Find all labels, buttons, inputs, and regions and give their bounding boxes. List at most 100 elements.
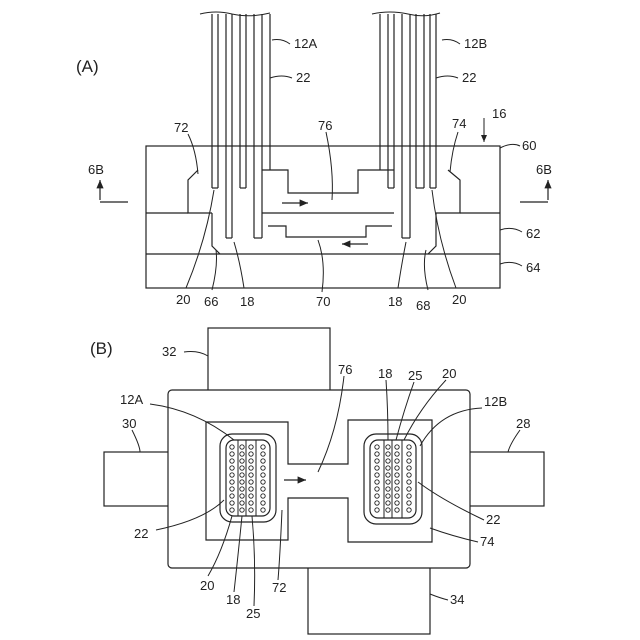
leader-66 (212, 250, 217, 290)
bundle-12a-fiber-dot (261, 452, 265, 456)
label-20-b: 20 (200, 578, 214, 593)
bundle-12b-fiber-dot (386, 508, 390, 512)
leader-22-left (270, 76, 292, 78)
bundle-12b-fiber-dot (407, 473, 411, 477)
block-28 (468, 452, 544, 506)
label-22-left: 22 (296, 70, 310, 85)
bundle-12b-fiber-dot (407, 466, 411, 470)
bundle-12b-fiber-dot (407, 459, 411, 463)
leader-68 (424, 250, 428, 290)
bundle-12a-fiber-dot (230, 459, 234, 463)
bundle-12b-fiber-dot (395, 480, 399, 484)
leader-70 (318, 240, 323, 292)
leader-76 (326, 132, 332, 200)
label-18-right: 18 (388, 294, 402, 309)
bundle-12b-fiber-dot (407, 501, 411, 505)
leader-12b (442, 40, 460, 45)
bundle-12b-fiber-dot (407, 445, 411, 449)
bundle-12b-fiber-dot (375, 473, 379, 477)
bundle-12b-fiber-dot (395, 473, 399, 477)
leader-18-right (398, 242, 406, 288)
bundle-12b-fiber-dot (386, 466, 390, 470)
label-18-left: 18 (240, 294, 254, 309)
leader-60 (500, 144, 520, 148)
section-mark-right-text: 6B (536, 162, 552, 177)
bundle-12a-outer (220, 434, 276, 522)
block-30 (104, 452, 170, 506)
label-20-b-right: 20 (442, 366, 456, 381)
bundle-12a-fiber-dot (261, 459, 265, 463)
bundle-12a-fiber-dot (230, 508, 234, 512)
label-76-b: 76 (338, 362, 352, 377)
label-16: 16 (492, 106, 506, 121)
bundle-12a-fiber-dot (249, 487, 253, 491)
bundle-12a-fiber-dot (249, 445, 253, 449)
label-25-b: 25 (246, 606, 260, 621)
bundle-12a-fiber-dot (261, 501, 265, 505)
bundle-12b-fiber-dot (375, 459, 379, 463)
bundle-12a-fiber-dot (261, 445, 265, 449)
label-12a-b: 12A (120, 392, 143, 407)
bundle-12b-fiber-dot (375, 494, 379, 498)
leader-28 (508, 430, 520, 452)
label-12b-b: 12B (484, 394, 507, 409)
label-72: 72 (174, 120, 188, 135)
label-18-b: 18 (226, 592, 240, 607)
label-74-b: 74 (480, 534, 494, 549)
bundle-12a-fiber-dot (230, 452, 234, 456)
bundle-12b-fiber-dot (407, 508, 411, 512)
block-34 (308, 566, 430, 634)
section-mark-left-text: 6B (88, 162, 104, 177)
bundle-12b-fiber-dot (375, 452, 379, 456)
bundle-12a-fiber-dot (240, 501, 244, 505)
bundle-12b-fiber-dot (386, 501, 390, 505)
label-66: 66 (204, 294, 218, 309)
channel-70-top (268, 226, 392, 237)
label-12a: 12A (294, 36, 317, 51)
leader-32 (184, 352, 208, 357)
bundle-12a-fiber-dot (249, 466, 253, 470)
label-28: 28 (516, 416, 530, 431)
bundle-12a-fiber-dot (230, 494, 234, 498)
bundle-12a-fiber-dot (240, 508, 244, 512)
bundle-12a-break-line (200, 12, 270, 16)
bundle-12a-fiber-dot (240, 494, 244, 498)
bundle-12b-fiber-dot (395, 487, 399, 491)
section-marker-right: 6B (520, 162, 552, 202)
bundle-12b-fiber-dot (407, 494, 411, 498)
bundle-12a-fiber-dot (240, 473, 244, 477)
bundle-12a-fiber-dot (261, 487, 265, 491)
bundle-12b-fiber-dot (395, 494, 399, 498)
bundle-12b-fiber-dot (375, 480, 379, 484)
bundle-12a-fiber-dot (261, 466, 265, 470)
bundle-12a-fiber-dot (249, 508, 253, 512)
bundle-12a-fiber-dot (240, 452, 244, 456)
bundle-12b-fiber-dot (375, 445, 379, 449)
cavity-72-left-wall (188, 170, 212, 213)
leader-20-left (186, 190, 214, 288)
label-25-b-right: 25 (408, 368, 422, 383)
bundle-12a-fiber-dot (249, 494, 253, 498)
bundle-12b-fiber-dot (386, 487, 390, 491)
label-20-right: 20 (452, 292, 466, 307)
panel-a-label: (A) (76, 57, 99, 76)
bundle-12a-fiber-dot (249, 473, 253, 477)
bundle-12a-fiber-dot (230, 466, 234, 470)
bundle-12a-fiber-dot (240, 487, 244, 491)
cavity-74-right-wall (436, 170, 460, 213)
bundle-12b-fiber-dot (386, 473, 390, 477)
bundle-12a-fiber-dot (230, 487, 234, 491)
leader-72 (188, 134, 198, 174)
bundle-12b-fiber-dot (407, 487, 411, 491)
label-70: 70 (316, 294, 330, 309)
bundle-12b-top (364, 434, 422, 524)
housing-top-view (104, 328, 544, 634)
label-34: 34 (450, 592, 464, 607)
fiber-bundle-12a (200, 12, 270, 238)
leader-62 (500, 228, 522, 232)
bundle-12b-outer (364, 434, 422, 524)
block-32 (208, 328, 330, 394)
port-68-wall (428, 213, 436, 254)
bundle-12a-fiber-dot (249, 480, 253, 484)
leader-64 (500, 262, 522, 266)
